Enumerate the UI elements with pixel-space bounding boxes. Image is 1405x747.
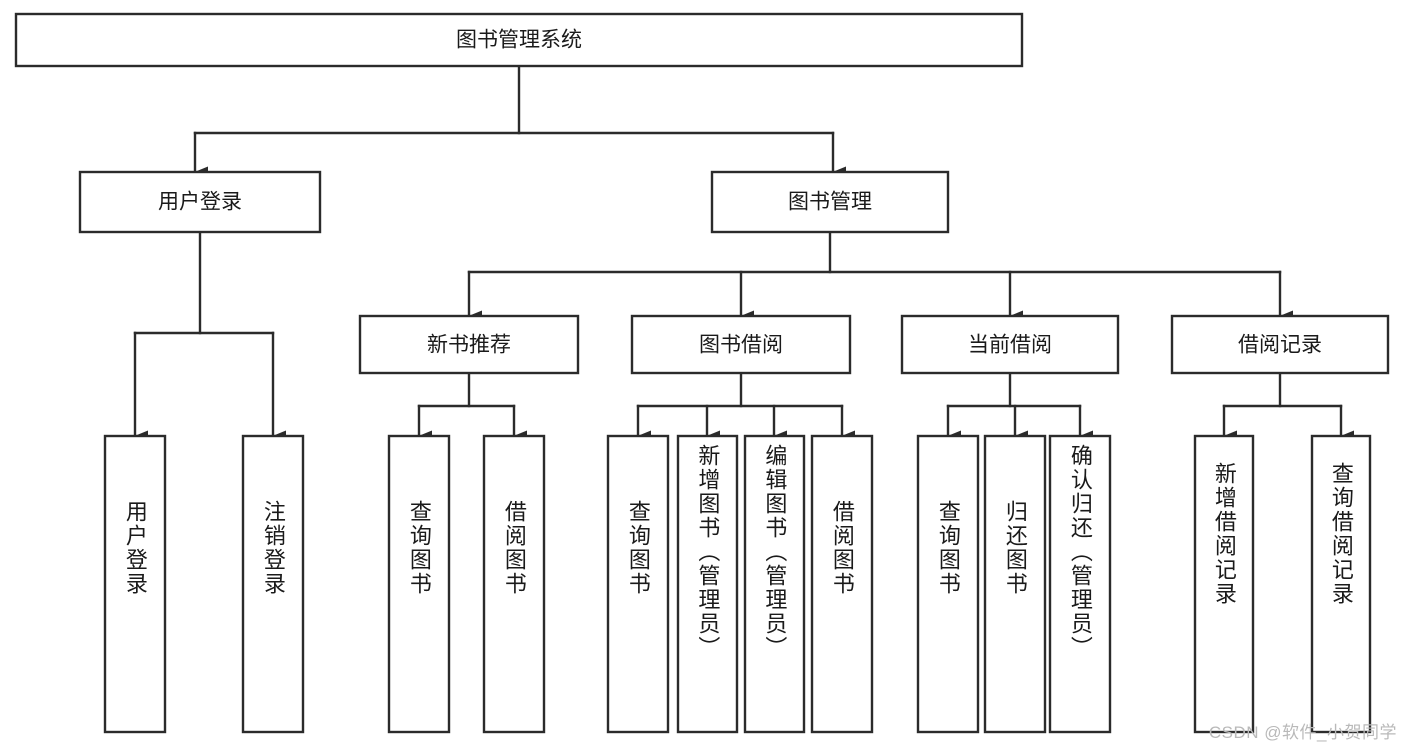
- connector-userlogin-to-leaves: [133, 230, 286, 442]
- connector-newbook-to-leaves: [417, 371, 527, 442]
- node-new-book-recommend[interactable]: 新书推荐: [358, 314, 580, 375]
- leaf-book-borrow-1[interactable]: [676, 434, 739, 734]
- leaf-current-borrow-2[interactable]: [1048, 434, 1112, 734]
- node-book-borrow[interactable]: 图书借阅: [630, 314, 852, 375]
- leaf-book-borrow-0[interactable]: [606, 434, 670, 734]
- connector-currentborrow-to-leaves: [946, 371, 1093, 442]
- csdn-watermark: CSDN @软件_小贺同学: [1208, 723, 1397, 742]
- leaf-user-login-1[interactable]: [241, 434, 305, 734]
- leaf-new-book-0[interactable]: [387, 434, 451, 734]
- node-new-book-recommend-label: 新书推荐: [427, 334, 511, 357]
- node-root-label: 图书管理系统: [456, 29, 582, 52]
- node-book-management-label: 图书管理: [788, 191, 872, 214]
- node-current-borrow[interactable]: 当前借阅: [900, 314, 1120, 375]
- connector-root-to-level2: [193, 64, 846, 178]
- connector-bookborrow-to-leaves: [636, 371, 855, 442]
- node-book-borrow-label: 图书借阅: [699, 334, 783, 357]
- leaf-current-borrow-1[interactable]: [983, 434, 1047, 734]
- leaf-book-borrow-3[interactable]: [810, 434, 874, 734]
- leaf-borrow-record-0[interactable]: [1193, 434, 1255, 734]
- node-user-login-label: 用户登录: [158, 191, 242, 214]
- leaf-new-book-1[interactable]: [482, 434, 546, 734]
- leaf-current-borrow-0[interactable]: [916, 434, 980, 734]
- leaf-user-login-0[interactable]: [103, 434, 167, 734]
- node-book-management[interactable]: 图书管理: [710, 170, 950, 234]
- leaf-book-borrow-2[interactable]: [743, 434, 806, 734]
- leaf-borrow-record-1[interactable]: [1310, 434, 1372, 734]
- node-current-borrow-label: 当前借阅: [968, 334, 1052, 357]
- connector-bookmgmt-to-level3: [467, 230, 1293, 322]
- node-root[interactable]: 图书管理系统: [14, 12, 1024, 68]
- node-user-login[interactable]: 用户登录: [78, 170, 322, 234]
- node-borrow-record-label: 借阅记录: [1238, 334, 1322, 357]
- node-borrow-record[interactable]: 借阅记录: [1170, 314, 1390, 375]
- connector-borrowrecord-to-leaves: [1222, 371, 1354, 442]
